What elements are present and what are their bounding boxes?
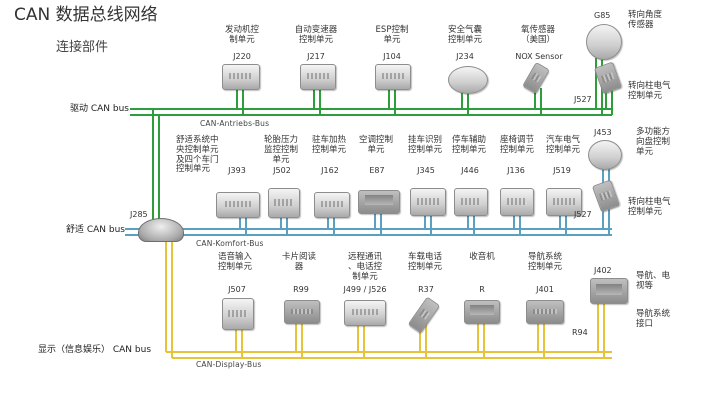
display-bus-tag: CAN-Display-Bus xyxy=(196,360,262,369)
steering-wheel-icon xyxy=(588,140,622,170)
g85-description: 转向角度传感器 xyxy=(628,10,663,30)
display-module-label: 语音输入控制单元 xyxy=(217,252,252,272)
voice-input-module-icon xyxy=(222,298,254,330)
display-module-code: R99 xyxy=(293,285,309,294)
telematics-module-icon xyxy=(344,300,386,326)
drive-module-code: J104 xyxy=(383,52,401,61)
comfort-module-label: 空调控制单元 xyxy=(358,135,393,155)
display-bus-label: 显示（信息娱乐） CAN bus xyxy=(38,345,152,355)
gateway-code: J285 xyxy=(130,210,148,219)
display-module-code: R37 xyxy=(418,285,434,294)
comfort-module-code: E87 xyxy=(369,166,385,175)
display-module-code: J401 xyxy=(536,285,554,294)
display-module-code: J499 / J526 xyxy=(343,285,387,294)
radio-module-icon xyxy=(464,300,500,324)
display-module-label: 导航系统控制单元 xyxy=(527,252,562,272)
display-module-label: 卡片阅读器 xyxy=(281,252,316,272)
display-module-code: J507 xyxy=(228,285,246,294)
comfort-module-code: J527 xyxy=(574,210,592,219)
drive-module-code: J217 xyxy=(307,52,325,61)
drive-module-label: 自动变速器控制单元 xyxy=(294,25,338,45)
drive-module-code: G85 xyxy=(594,11,611,20)
j453-description: 多功能方向盘控制单元 xyxy=(636,127,671,157)
j527-mid-description: 转向柱电气控制单元 xyxy=(628,197,671,217)
page-subtitle: 连接部件 xyxy=(56,40,109,55)
parking-aid-module-icon xyxy=(454,188,488,216)
drive-module-label: 氧传感器（美国） xyxy=(520,25,555,45)
comfort-module-label: 汽车电气控制单元 xyxy=(545,135,580,155)
drive-module-code: J527 xyxy=(574,95,592,104)
seat-adjust-module-icon xyxy=(500,188,534,216)
comfort-module-code: J162 xyxy=(321,166,339,175)
page-title: CAN 数据总线网络 xyxy=(14,5,158,25)
j402-description: 导航、电视等 xyxy=(636,271,671,291)
drive-module-code: NOX Sensor xyxy=(515,52,563,61)
comfort-bus-tag: CAN-Komfort-Bus xyxy=(196,239,264,248)
navigation-module-icon xyxy=(526,300,564,324)
comfort-module-label: 轮胎压力监控控制单元 xyxy=(263,135,298,165)
comfort-module-code: J136 xyxy=(507,166,525,175)
comfort-module-label: 停车辅助控制单元 xyxy=(451,135,486,155)
comfort-module-code: J453 xyxy=(594,128,612,137)
display-module-label: 车载电话控制单元 xyxy=(407,252,442,272)
comfort-module-code: J393 xyxy=(228,166,246,175)
display-module-label: 收音机 xyxy=(469,252,495,262)
display-module-label: 远程通讯、电话控制单元 xyxy=(347,252,382,282)
steering-angle-sensor-icon xyxy=(586,24,622,60)
comfort-module-label: 舒适系统中央控制单元及四个车门控制单元 xyxy=(176,135,219,175)
comfort-module-label: 座椅调节控制单元 xyxy=(499,135,534,155)
comfort-module-code: J446 xyxy=(461,166,479,175)
display-module-code: R94 xyxy=(572,328,588,337)
drive-module-code: J220 xyxy=(233,52,251,61)
drive-bus-label: 驱动 CAN bus xyxy=(70,104,130,114)
comfort-bus-label: 舒适 CAN bus xyxy=(66,225,126,235)
gateway-module-icon xyxy=(138,218,184,242)
card-reader-icon xyxy=(284,300,320,324)
comfort-module-code: J519 xyxy=(553,166,571,175)
trailer-module-icon xyxy=(410,188,446,216)
airbag-module-icon xyxy=(448,66,488,94)
ecu-module-icon xyxy=(300,64,336,90)
display-module-code: J402 xyxy=(594,266,612,275)
drive-module-code: J234 xyxy=(456,52,474,61)
comfort-module-label: 挂车识别控制单元 xyxy=(407,135,442,155)
drive-module-label: 发动机控制单元 xyxy=(224,25,259,45)
display-module-code: R xyxy=(479,285,485,294)
tire-pressure-module-icon xyxy=(268,188,300,218)
navigation-display-icon xyxy=(590,278,628,304)
drive-module-label: ESP控制单元 xyxy=(375,25,409,45)
comfort-module-code: J502 xyxy=(273,166,291,175)
comfort-module-label: 驻车加热控制单元 xyxy=(311,135,346,155)
drive-bus-tag: CAN-Antriebs-Bus xyxy=(200,119,270,128)
ecu-module-icon xyxy=(222,64,260,90)
parking-heater-module-icon xyxy=(314,192,350,218)
comfort-central-module-icon xyxy=(216,192,260,218)
climate-control-module-icon xyxy=(358,190,400,214)
ecu-module-icon xyxy=(375,64,411,90)
drive-module-label: 安全气囊控制单元 xyxy=(447,25,482,45)
comfort-module-code: J345 xyxy=(417,166,435,175)
j527-top-description: 转向柱电气控制单元 xyxy=(628,81,671,101)
r94-description: 导航系统接口 xyxy=(636,309,671,329)
vehicle-electrics-module-icon xyxy=(546,188,582,216)
